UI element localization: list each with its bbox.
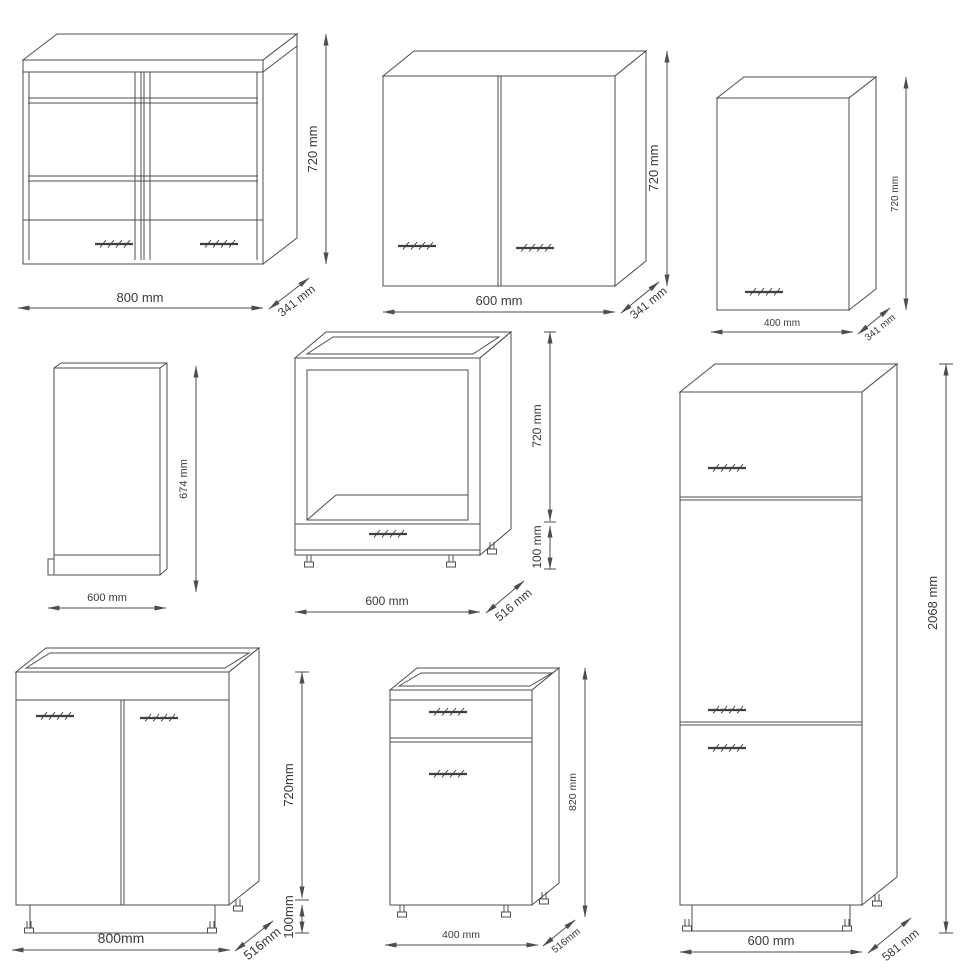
depth-dimension-label: 516 mm: [492, 586, 534, 625]
height-dimension-label: 820 mm: [567, 773, 579, 811]
width-dimension-label: 600 mm: [87, 592, 127, 604]
width-dimension-label: 600 mm: [365, 594, 408, 608]
cabinet-outline: [678, 362, 899, 932]
height-dimension-label: 720 mm: [530, 404, 544, 447]
height-dimension-label: 2068 mm: [925, 576, 940, 630]
height-dimension-label: 720 mm: [890, 176, 901, 212]
drawing-wall-cabinet-two-door: 600 mm 341 mm 720 mm: [381, 49, 670, 322]
adjustable-foot: [304, 554, 314, 568]
drawing-side-panel: 600 mm 674 mm: [47, 362, 199, 611]
cabinet-outline: [715, 75, 878, 312]
adjustable-foot: [397, 904, 407, 918]
height-dimension-label: 674 mm: [178, 459, 190, 499]
dimension-annotations: 600 mm 674 mm: [47, 365, 199, 611]
adjustable-foot: [501, 904, 511, 918]
width-dimension-label: 600 mm: [476, 293, 523, 308]
adjustable-foot: [446, 554, 456, 568]
adjustable-foot: [24, 920, 34, 934]
cabinet-outline: [21, 32, 299, 266]
cabinet-outline: [388, 666, 561, 918]
cabinet-outline: [293, 330, 513, 568]
drawing-oven-base-cabinet: 600 mm 516 mm 720 mm 100 mm: [293, 330, 556, 625]
plinth-dimension-label: 100 mm: [530, 525, 544, 568]
drawing-drawer-base-cabinet: 400 mm 516mm 820 mm: [384, 666, 588, 956]
width-dimension-label: 400 mm: [764, 318, 800, 329]
panel-outline: [47, 362, 168, 576]
height-dimension-label: 720 mm: [305, 126, 320, 173]
drawing-wall-glass-cabinet: 800 mm 341 mm 720 mm: [17, 32, 329, 320]
depth-dimension-label: 341 mm: [863, 312, 898, 343]
plinth-dimension-label: 100mm: [281, 895, 296, 938]
drawing-sink-base-cabinet: 800mm 516mm 720mm 100mm: [11, 646, 309, 963]
cabinet-outline: [14, 646, 261, 934]
depth-dimension-label: 516mm: [550, 926, 583, 956]
drawing-tall-cabinet: 600 mm 581 mm 2068 mm: [678, 362, 953, 964]
height-dimension-label: 720mm: [281, 763, 296, 806]
width-dimension-label: 800 mm: [117, 290, 164, 305]
width-dimension-label: 600 mm: [748, 933, 795, 948]
height-dimension-label: 720 mm: [646, 145, 661, 192]
width-dimension-label: 400 mm: [442, 929, 480, 941]
depth-dimension-label: 581 mm: [879, 926, 922, 964]
drawing-wall-cabinet-one-door: 400 mm 341 mm 720 mm: [710, 75, 909, 344]
adjustable-foot: [682, 918, 692, 932]
cabinet-outline: [381, 49, 648, 288]
width-dimension-label: 800mm: [98, 930, 145, 946]
